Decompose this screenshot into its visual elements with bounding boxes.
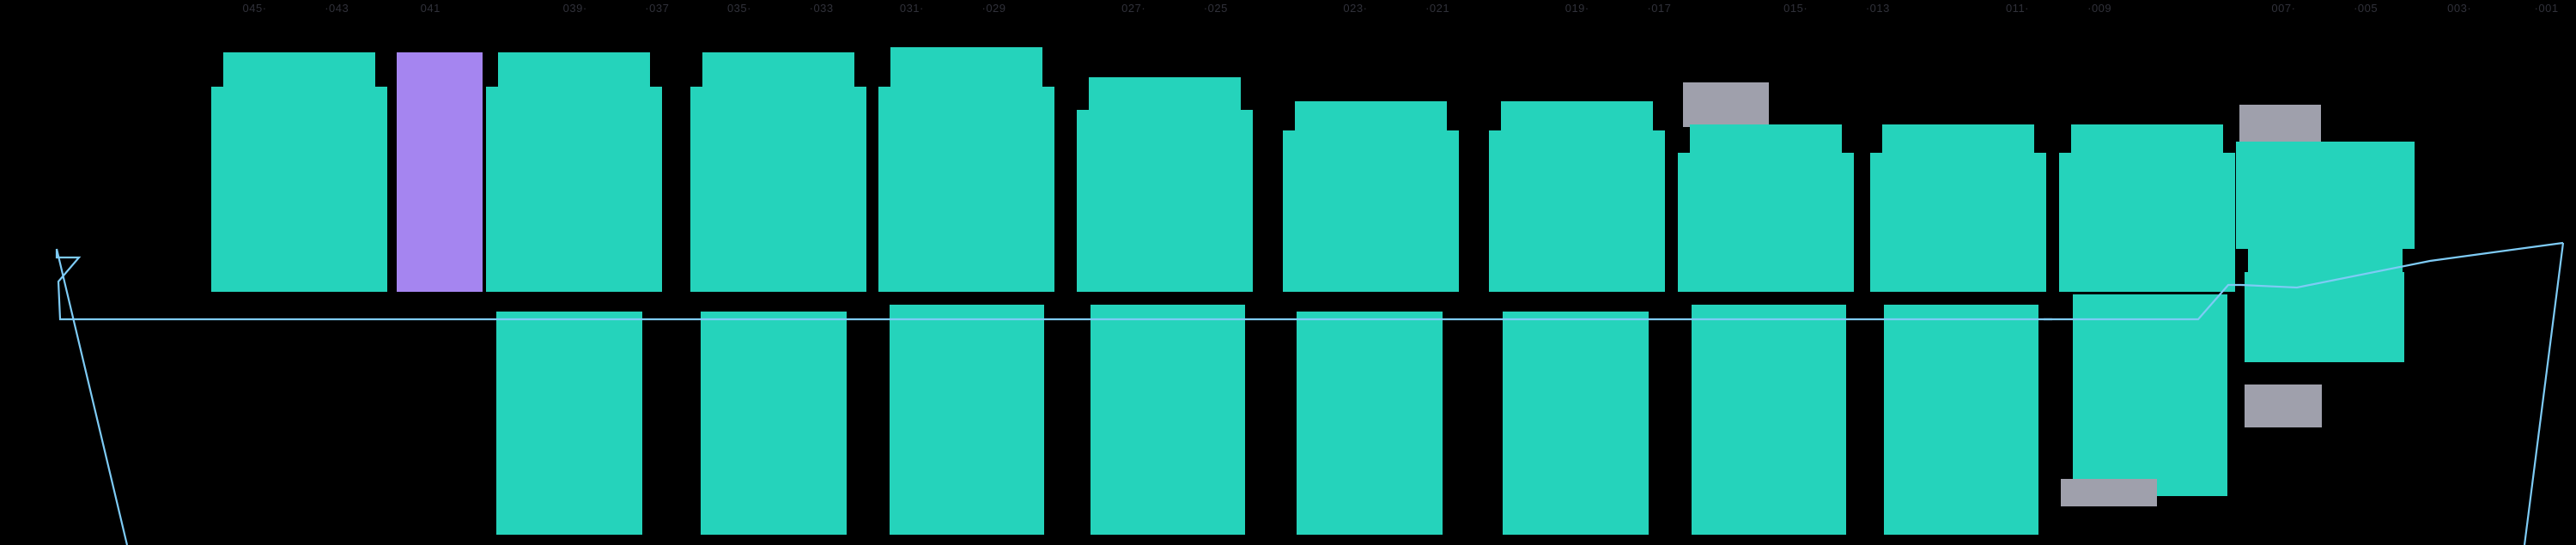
bay-039-hold[interactable]	[496, 312, 642, 535]
bay-007-hold[interactable]	[2073, 294, 2227, 496]
bay-031-deck-flare[interactable]	[878, 87, 1054, 292]
bay-027-deck-flare[interactable]	[1077, 110, 1253, 292]
bay-003-deck-gray[interactable]	[2239, 105, 2321, 144]
bay-label-011: 011·	[2005, 2, 2030, 15]
bay-007-deck-flare[interactable]	[2059, 153, 2235, 292]
bay-label-019: 019·	[1564, 2, 1589, 15]
bay-label-001: ·001	[2534, 2, 2559, 15]
bay-011-hold[interactable]	[1884, 305, 2038, 535]
bay-label-033: ·033	[809, 2, 834, 15]
bay-023-deck-flare[interactable]	[1283, 130, 1459, 292]
bay-015-deck-flare[interactable]	[1678, 153, 1854, 292]
hull-stern-line	[2524, 243, 2563, 545]
bay-label-043: ·043	[325, 2, 349, 15]
bay-041-deck[interactable]	[397, 52, 483, 292]
bay-label-005: ·005	[2354, 2, 2379, 15]
bay-027-hold[interactable]	[1091, 305, 1245, 535]
bay-039-deck-flare[interactable]	[486, 87, 662, 292]
bay-label-017: ·017	[1647, 2, 1672, 15]
bay-011-deck-flare[interactable]	[1870, 153, 2046, 292]
bay-label-015: 015·	[1783, 2, 1808, 15]
hull-bow-stem-line	[57, 249, 127, 545]
bay-003-deck-flare[interactable]	[2248, 142, 2403, 275]
bay-007-hold-gray[interactable]	[2061, 479, 2157, 506]
bay-label-031: 031·	[899, 2, 924, 15]
bay-label-039: 039·	[562, 2, 587, 15]
bay-label-029: ·029	[981, 2, 1006, 15]
bay-label-009: ·009	[2087, 2, 2112, 15]
bay-031-hold[interactable]	[890, 305, 1044, 535]
bay-label-007: 007·	[2271, 2, 2296, 15]
bay-019-hold[interactable]	[1503, 312, 1649, 535]
bay-label-021: ·021	[1425, 2, 1450, 15]
bay-045-deck-flare[interactable]	[211, 87, 387, 292]
bay-label-003: 003·	[2447, 2, 2472, 15]
bay-number-ruler: 045· ·043 041 039· ·037 035· ·033 031· ·029 027· ·…	[0, 0, 2576, 22]
bay-003-hold-upper[interactable]	[2245, 272, 2404, 362]
bay-label-045: 045·	[242, 2, 267, 15]
bay-label-027: 027·	[1121, 2, 1146, 15]
bay-label-035: 035·	[726, 2, 751, 15]
bay-015-deck-gray[interactable]	[1683, 82, 1769, 127]
bay-015-hold[interactable]	[1692, 305, 1846, 535]
bay-label-023: 023·	[1343, 2, 1368, 15]
bay-023-hold[interactable]	[1297, 312, 1443, 535]
bay-label-013: ·013	[1865, 2, 1890, 15]
bay-035-hold[interactable]	[701, 312, 847, 535]
bay-label-041: 041	[420, 2, 440, 15]
bay-label-037: ·037	[645, 2, 670, 15]
bay-label-025: ·025	[1203, 2, 1228, 15]
bay-003-hold-gray[interactable]	[2245, 385, 2322, 427]
bay-019-deck-flare[interactable]	[1489, 130, 1665, 292]
bay-035-deck-flare[interactable]	[690, 87, 866, 292]
